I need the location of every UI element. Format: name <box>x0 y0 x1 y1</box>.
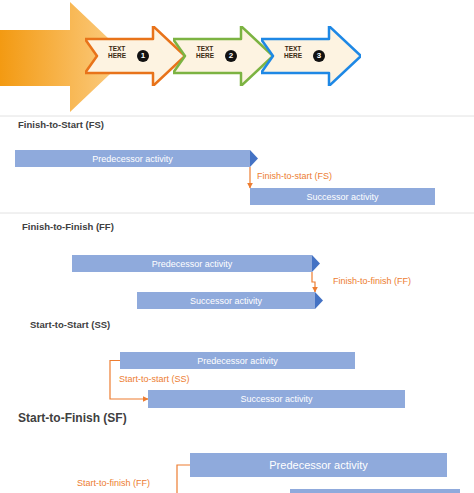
step-text: TEXT HERE <box>101 46 133 60</box>
step-text: TEXT HERE <box>277 46 309 60</box>
activity-bar: Predecessor activity <box>15 150 250 167</box>
section-heading: Start-to-Start (SS) <box>30 319 110 330</box>
callout-number: 2 <box>229 52 233 60</box>
dependency-connector <box>312 272 315 292</box>
callout-number: 3 <box>317 52 321 60</box>
separator-line <box>0 213 474 214</box>
step-number-circle: 1 <box>137 50 149 62</box>
separator-line <box>0 116 474 117</box>
activity-name: Successor activity <box>190 296 262 306</box>
activity-bar: Successor activity <box>250 188 435 205</box>
arrow-outline <box>85 26 185 86</box>
activity-name: Successor activity <box>240 394 312 404</box>
step-arrow: TEXT HERE 2 <box>173 26 273 86</box>
activity-name: Predecessor activity <box>152 259 233 269</box>
dependency-label: Finish-to-start (FS) <box>256 171 333 181</box>
activity-bar: Successor activity <box>148 390 405 408</box>
activity-bar: Predecessor activity <box>72 255 312 272</box>
activity-name: Predecessor activity <box>269 459 367 471</box>
step-text: TEXT HERE <box>189 46 221 60</box>
arrow-outline <box>261 26 361 86</box>
dependency-line <box>177 465 190 493</box>
successor-bar-edge <box>290 489 460 493</box>
arrow-shape <box>173 26 273 86</box>
arrow-shape <box>85 26 185 86</box>
section-heading: Finish-to-Finish (FF) <box>22 221 114 232</box>
activity-name: Predecessor activity <box>197 356 278 366</box>
dependency-label: Start-to-finish (FF) <box>76 478 151 488</box>
activity-bar: Predecessor activity <box>190 453 447 477</box>
activity-name: Predecessor activity <box>92 154 173 164</box>
step-arrow: TEXT HERE 3 <box>261 26 361 86</box>
section-heading: Finish-to-Start (FS) <box>18 119 104 130</box>
section-heading: Start-to-Finish (SF) <box>18 411 127 425</box>
step-number-circle: 3 <box>313 50 325 62</box>
callout-number: 1 <box>141 52 145 60</box>
activity-name: Successor activity <box>306 192 378 202</box>
dependency-connector <box>249 167 250 188</box>
step-number-circle: 2 <box>225 50 237 62</box>
step-arrow: TEXT HERE 1 <box>85 26 185 86</box>
arrow-shape <box>261 26 361 86</box>
dependency-label: Finish-to-finish (FF) <box>332 276 412 286</box>
dependency-label: Start-to-start (SS) <box>118 374 191 384</box>
activity-bar: Predecessor activity <box>120 352 355 369</box>
activity-bar: Successor activity <box>137 292 315 309</box>
arrow-outline <box>173 26 273 86</box>
